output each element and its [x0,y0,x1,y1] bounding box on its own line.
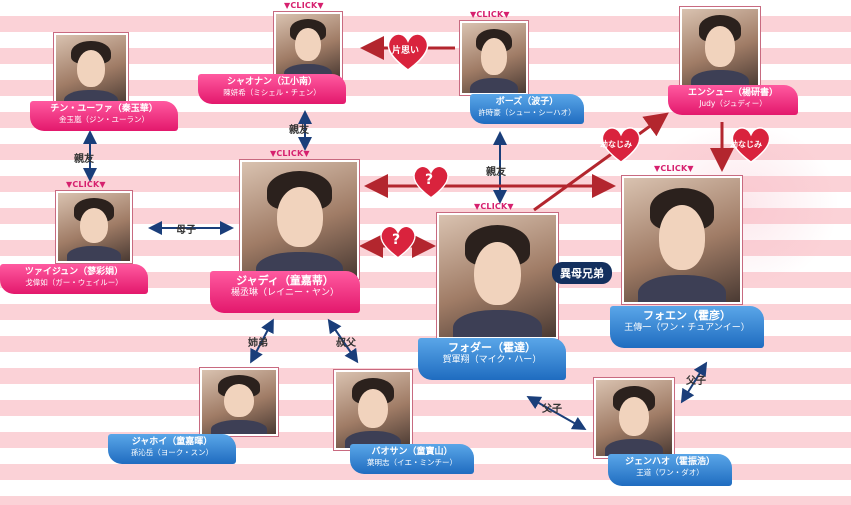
relation-label-fushi-foen: 父子 [686,376,706,387]
relation-label-fushi-fodaa: 父子 [542,404,562,415]
portrait-chin[interactable] [54,33,128,107]
name-tag-baosan: バオサン（童寶山）葉明志（イエ・ミンチー） [350,444,474,474]
portrait-jahoi[interactable] [200,368,278,436]
relation-label-shinyu-bozu-fodaa: 親友 [486,167,506,178]
name-tag-fodaa: フォダー（霍達）賀軍翔（マイク・ハー） [418,338,566,380]
name-tag-foen: フォエン（霍彦）王傳一（ワン・チュアンイー） [610,306,764,348]
name-tag-jahoi: ジャホイ（童嘉暉）孫沁岳（ヨーク・スン） [108,434,236,464]
name-tag-shaonan: シャオナン（江小南）陳妍希（ミシェル・チェン） [198,74,346,104]
relation-label-kataomoi: 片思い [392,46,420,56]
heart-icon-osananajimi-a [601,127,641,163]
relation-label-shinyu-shaonan-jadi: 親友 [289,125,309,136]
portrait-jadi[interactable] [240,160,359,279]
portrait-fodaa[interactable] [437,213,558,339]
click-label-fodaa[interactable]: ▼CLICK▼ [474,202,514,211]
click-label-jadi[interactable]: ▼CLICK▼ [270,149,310,158]
name-tag-bozu: ボーズ（波子）許時豪（シュー・シーハオ） [470,94,584,124]
heart-icon-osananajimi-b [731,127,771,163]
portrait-baosan[interactable] [334,370,412,450]
portrait-jenhao[interactable] [594,378,674,458]
portrait-bozu[interactable] [460,21,528,95]
relation-label-shitei: 姉弟 [248,338,268,349]
name-tag-jenhao: ジェンハオ（霍振浩）王道（ワン・ダオ） [608,454,732,486]
relation-label-shukufu: 叔父 [336,338,356,349]
portrait-tsuaijun[interactable] [56,191,132,263]
relation-label-question-b: ? [392,232,401,248]
relation-label-osananajimi-a: 幼なじみ [600,140,632,149]
portrait-enshu[interactable] [680,7,760,89]
relation-label-question-a: ? [425,172,434,188]
relation-label-boshi: 母子 [176,225,196,236]
relation-badge-imaboketei: 異母兄弟 [552,262,612,284]
click-label-foen[interactable]: ▼CLICK▼ [654,164,694,173]
heart-icon-kataomoi [387,33,429,71]
name-tag-chin: チン・ユーファ（秦玉華）金玉嵐（ジン・ユーラン） [30,101,178,131]
relation-label-shinyu-chin-tsuaijun: 親友 [74,154,94,165]
name-tag-enshu: エンシュー（楊研書）Judy（ジュディー） [668,85,798,115]
name-tag-jadi: ジャディ（童嘉蒂）楊丞琳（レイニー・ヤン） [210,271,360,313]
portrait-foen[interactable] [622,176,742,304]
heart-icon-question-a [413,165,449,199]
portrait-shaonan[interactable] [274,12,342,80]
click-label-bozu[interactable]: ▼CLICK▼ [470,10,510,19]
relation-label-osananajimi-b: 幼なじみ [730,140,762,149]
heart-icon-question-b [380,225,416,259]
name-tag-tsuaijun: ツァイジュン（蓼彩娟）戈偉如（ガー・ウェイルー） [0,264,148,294]
click-label-tsuaijun[interactable]: ▼CLICK▼ [66,180,106,189]
click-label-shaonan[interactable]: ▼CLICK▼ [284,1,324,10]
